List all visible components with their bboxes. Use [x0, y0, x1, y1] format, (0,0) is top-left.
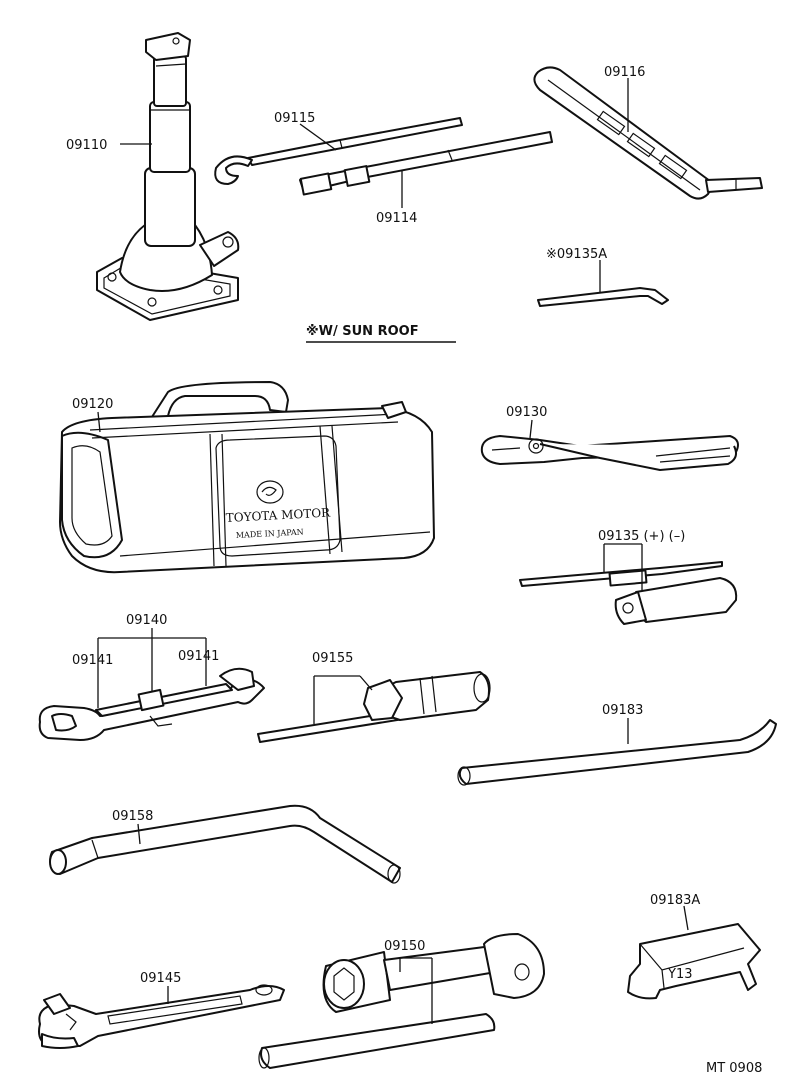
bag-lettering: TOYOTA MOTOR MADE IN JAPAN	[225, 505, 331, 539]
socket-rod-09155	[257, 671, 491, 743]
flat-tool-09135A	[537, 287, 669, 307]
sunroof-note: ※W/ SUN ROOF	[306, 324, 419, 339]
open-end-wrenches-09140	[38, 667, 265, 741]
label-09141-left: 09141	[72, 653, 113, 668]
extension-rod-09114	[299, 131, 553, 196]
label-09116: 09116	[604, 65, 645, 80]
label-09183: 09183	[602, 703, 643, 718]
label-09140: 09140	[126, 613, 167, 628]
hook-rod-09115	[214, 117, 463, 185]
label-09135: 09135 (+) (–)	[598, 529, 685, 544]
pry-bar-09183	[457, 719, 777, 786]
wheel-nut-socket-09150	[258, 933, 545, 1069]
label-09141-right: 09141	[178, 649, 219, 664]
pliers-09130	[480, 435, 739, 471]
jack-09110	[96, 32, 240, 321]
label-09183A: 09183A	[650, 893, 700, 908]
adjustable-wrench-09145	[38, 984, 285, 1049]
lug-wrench-09158	[49, 804, 401, 884]
label-09120: 09120	[72, 397, 113, 412]
bracket-09183A	[627, 923, 761, 1000]
bracket-mark: Y13	[667, 967, 692, 982]
bag-origin-text: MADE IN JAPAN	[236, 527, 304, 540]
jack-handle-09116	[533, 66, 763, 200]
label-09150: 09150	[384, 939, 425, 954]
label-09130: 09130	[506, 405, 547, 420]
label-09110: 09110	[66, 138, 107, 153]
tool-bag-09120	[59, 381, 435, 574]
label-09158: 09158	[112, 809, 153, 824]
label-09135A: ※09135A	[546, 247, 607, 262]
catalog-code: MT 0908	[706, 1061, 762, 1076]
part-labels: 09110 09115 09116 09114 ※09135A ※W/ SUN …	[66, 65, 762, 1076]
bag-brand-text: TOYOTA MOTOR	[225, 505, 331, 524]
label-09155: 09155	[312, 651, 353, 666]
label-09145: 09145	[140, 971, 181, 986]
label-09114: 09114	[376, 211, 417, 226]
leader-lines	[97, 78, 689, 1024]
label-09115: 09115	[274, 111, 315, 126]
screwdriver-09135	[519, 561, 738, 625]
